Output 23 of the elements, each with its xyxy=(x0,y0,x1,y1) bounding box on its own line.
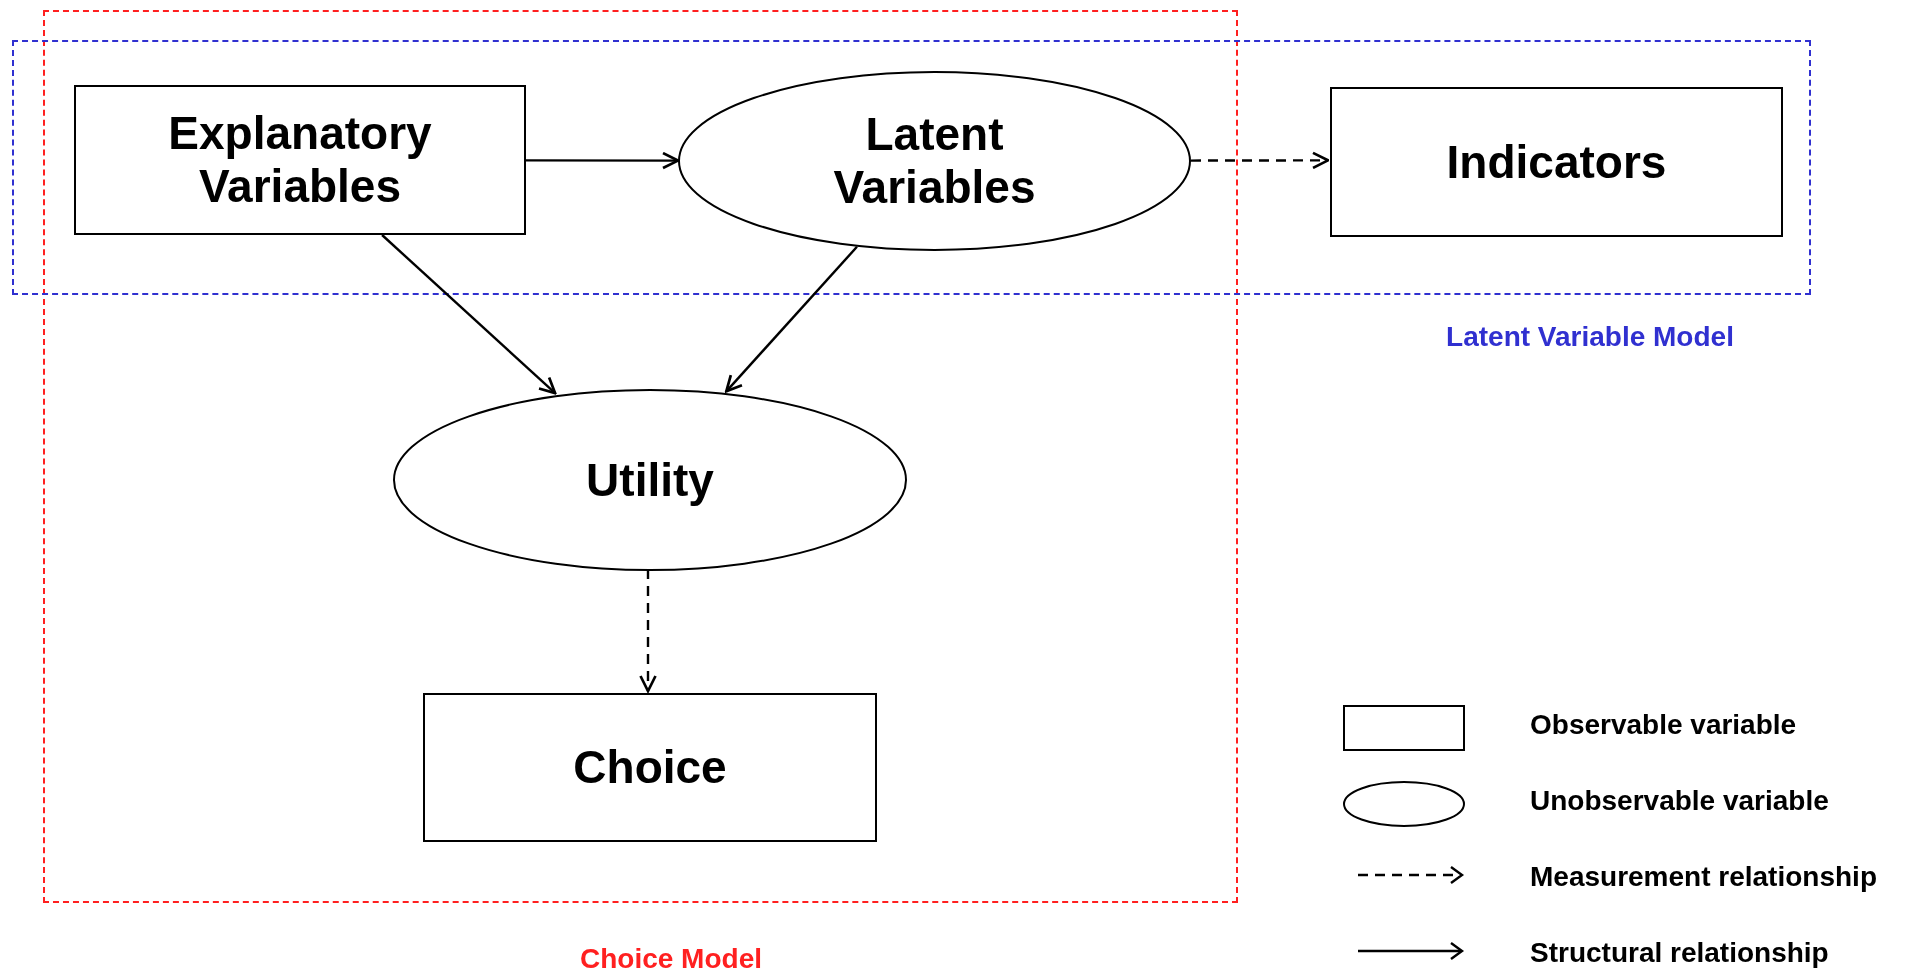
node-label: Explanatory Variables xyxy=(167,107,433,213)
rectangle-node xyxy=(1330,87,1783,237)
rectangle-node xyxy=(74,85,526,235)
arrow xyxy=(725,246,858,393)
arrow xyxy=(639,569,657,693)
ellipse-node xyxy=(678,71,1191,251)
arrow xyxy=(381,234,557,395)
dashed-group-box xyxy=(43,10,1238,903)
dashed-group-box xyxy=(12,40,1811,295)
arrow xyxy=(526,151,680,170)
ellipse-node xyxy=(393,389,907,571)
legend-label: Unobservable variable xyxy=(1530,785,1829,817)
arrow xyxy=(1191,151,1330,170)
rectangle-node xyxy=(423,693,877,842)
node-label: Latent Variables xyxy=(832,108,1037,214)
group-label: Latent Variable Model xyxy=(1446,321,1734,353)
node-label: Choice xyxy=(573,741,727,794)
legend-label: Observable variable xyxy=(1530,709,1797,741)
legend-label: Structural relationship xyxy=(1530,937,1829,969)
node-label: Utility xyxy=(586,453,714,507)
node-label: Indicators xyxy=(1446,135,1667,189)
legend-label: Measurement relationship xyxy=(1530,861,1877,893)
group-label: Choice Model xyxy=(580,943,762,973)
